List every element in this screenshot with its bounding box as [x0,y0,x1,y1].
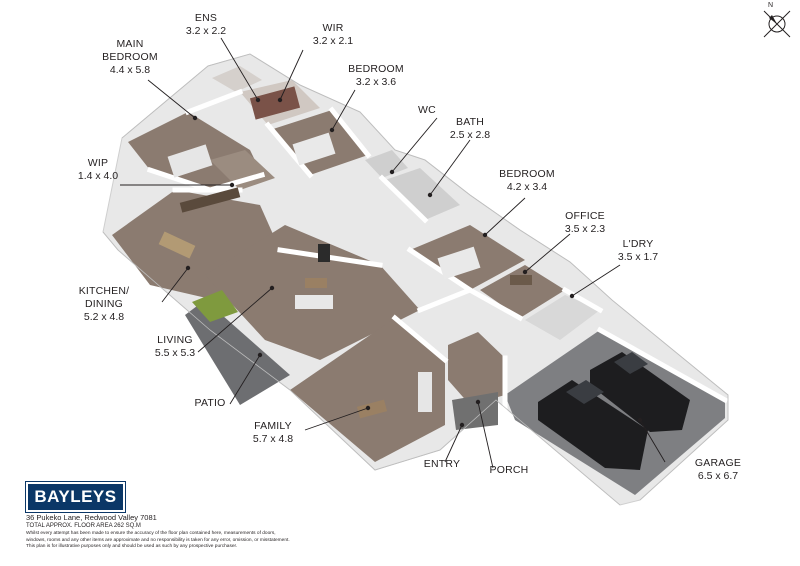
room-label-main-bedroom: MAIN BEDROOM 4.4 x 5.8 [95,38,165,77]
family-floor [290,318,445,462]
car-right [590,352,690,432]
wardrobe-shelves [249,86,301,120]
label-leader-dots [185,97,643,428]
compass-icon [763,10,791,38]
wc-floor [365,150,408,178]
room-name: ENS [194,12,218,24]
garage-cars [538,352,690,470]
room-label-ensuite: ENS 3.2 x 2.2 [186,12,226,38]
living-floor [205,225,420,360]
dining-table [158,231,196,259]
disclaimer-line-3: This plan is for illustrative purposes o… [26,544,238,549]
room-label-laundry: L'DRY 3.5 x 1.7 [618,238,658,264]
interior-walls [146,88,729,473]
room-name: L'DRY [622,238,654,250]
porch-floor [452,392,498,430]
room-dimensions: 4.2 x 3.4 [506,181,548,193]
room-name: MAIN BEDROOM [102,38,158,63]
room-label-bedroom-1: BEDROOM 3.2 x 3.6 [348,63,404,89]
room-dimensions: 2.5 x 2.8 [449,129,491,141]
room-dimensions: 1.4 x 4.0 [77,170,119,182]
room-name: PATIO [194,397,226,409]
disclaimer-line-1: Whilst every attempt has been made to en… [26,531,276,536]
room-dimensions: 5.7 x 4.8 [252,433,294,445]
room-label-office: OFFICE 3.5 x 2.3 [565,210,605,236]
kitchen-bench [179,187,241,213]
compass-north-label: N [768,2,774,9]
room-label-garage: GARAGE 6.5 x 6.7 [695,457,741,483]
room-name: BEDROOM [348,63,404,75]
room-name: GARAGE [694,457,742,469]
room-name: LIVING [157,334,193,346]
car-left [538,380,648,470]
wall-edges [102,53,729,506]
entry-floor [448,332,505,405]
label-leader-lines [120,37,666,469]
room-label-wir: WIR 3.2 x 2.1 [313,22,353,48]
living-sofa [295,295,333,309]
room-dimensions: 3.2 x 3.6 [355,76,397,88]
room-name: FAMILY [254,420,292,432]
furniture [158,86,532,419]
room-name: OFFICE [565,210,605,222]
family-sofa [418,372,432,412]
disclaimer-line-2: windows, rooms and any other items are a… [26,537,290,543]
room-name: WC [418,104,436,116]
family-coffee-table [356,399,388,419]
room-name: WIR [322,22,344,34]
room-label-patio: PATIO [195,397,226,410]
room-name: BATH [455,116,485,128]
car-right-windshield [614,352,648,374]
property-address: 36 Pukeko Lane, Redwood Valley 7081 [26,513,157,522]
main-bed [167,144,213,178]
living-coffee-table [305,278,327,288]
patio-floor [185,300,290,405]
room-dimensions: 6.5 x 6.7 [697,470,739,482]
room-dimensions: 3.2 x 2.2 [185,25,227,37]
room-dimensions: 5.2 x 4.8 [83,311,125,323]
room-dimensions: 3.5 x 2.3 [564,223,606,235]
wip-floor [210,150,275,190]
bedroom-1-bed [292,132,336,166]
bedroom-2-bed [437,246,481,280]
room-label-entry: ENTRY [424,458,460,471]
room-label-living: LIVING 5.5 x 5.3 [155,334,195,360]
room-label-kitchen-dining: KITCHEN/ DINING 5.2 x 4.8 [69,285,139,324]
room-dimensions: 3.2 x 2.1 [312,35,354,47]
room-label-family: FAMILY 5.7 x 4.8 [253,420,293,446]
room-label-porch: PORCH [490,464,529,477]
bayleys-logo: BAYLEYS [25,481,126,513]
room-name: KITCHEN/ DINING [78,285,130,310]
room-label-bedroom-2: BEDROOM 4.2 x 3.4 [499,168,555,194]
room-label-bath: BATH 2.5 x 2.8 [450,116,490,142]
room-name: ENTRY [423,458,461,470]
room-label-wip: WIP 1.4 x 4.0 [78,157,118,183]
office-desk [510,275,532,285]
car-left-windshield [566,380,604,404]
room-dimensions: 4.4 x 5.8 [109,64,151,76]
room-name: BEDROOM [499,168,555,180]
fireplace [318,244,330,262]
disclaimer: Whilst every attempt has been made to en… [26,531,446,551]
room-name: PORCH [489,464,529,476]
room-label-wc: WC [418,104,436,117]
bath-floor [385,168,460,220]
laundry-floor [525,295,600,340]
total-floor-area: TOTAL APPROX. FLOOR AREA 262 SQ.M [26,523,141,529]
room-dimensions: 5.5 x 5.3 [154,347,196,359]
patio-lawn [192,290,238,322]
room-name: WIP [87,157,109,169]
room-dimensions: 3.5 x 1.7 [617,251,659,263]
